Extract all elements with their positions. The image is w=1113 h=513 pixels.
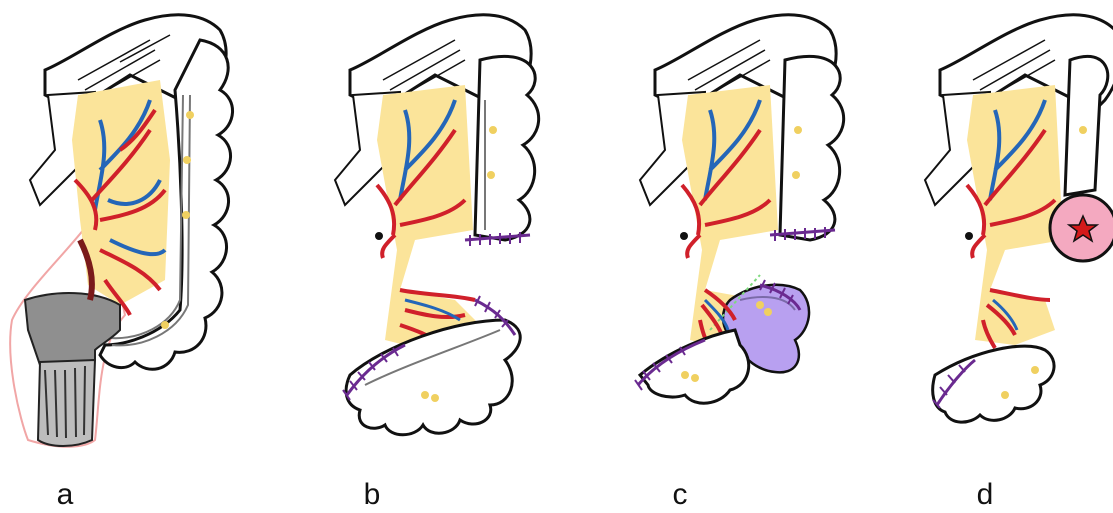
panel-label-c: c — [660, 478, 700, 512]
panel-d — [925, 15, 1113, 422]
panel-b — [335, 15, 539, 435]
panel-label-a: a — [45, 478, 85, 512]
panel-c — [635, 15, 844, 403]
panel-label-d: d — [965, 478, 1005, 512]
panel-label-b: b — [352, 478, 392, 512]
panel-a — [10, 15, 232, 447]
